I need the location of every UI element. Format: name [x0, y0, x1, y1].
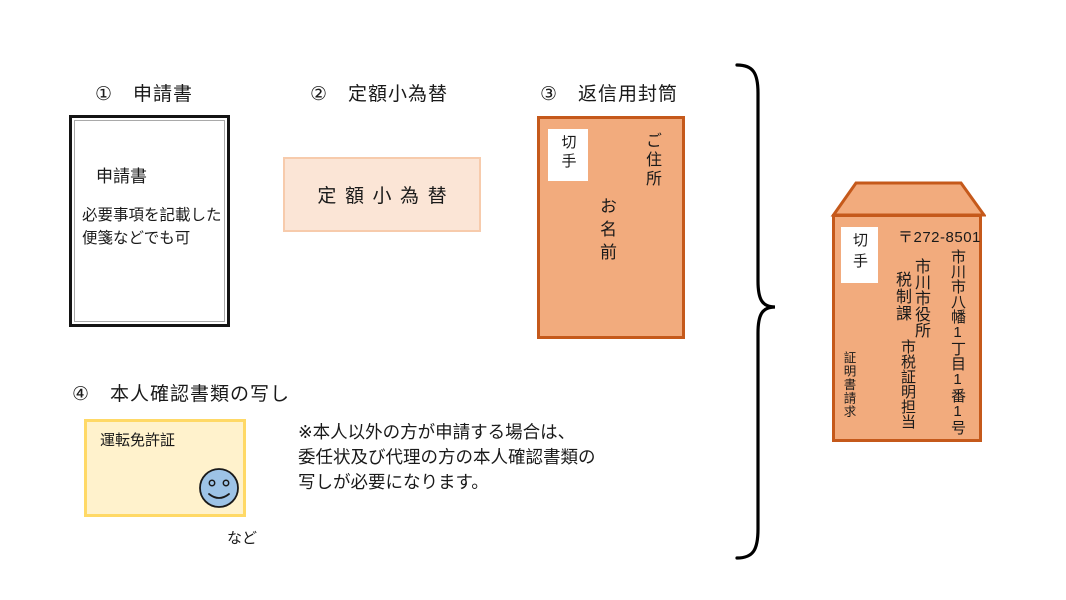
money-order-box: 定額小為替: [283, 157, 481, 232]
return-envelope-address-placeholder: ご住所: [643, 132, 660, 189]
postal-code: 〒272-8501: [898, 229, 981, 246]
mailing-envelope: 切手 〒272-8501 市川市八幡1丁目1番1号 市川市役所 税制課 市税証明…: [832, 214, 982, 442]
etc-label: など: [227, 530, 258, 547]
grouping-brace: [735, 63, 776, 560]
return-envelope-stamp-label: 切手: [559, 134, 577, 172]
application-paper-title: 申請書: [96, 167, 147, 186]
envelope-office-name: 市川市役所: [912, 258, 929, 338]
application-paper-note: 必要事項を記載した 便箋などでも可: [82, 207, 222, 247]
item4-heading: ④ 本人確認書類の写し: [72, 384, 291, 405]
item1-heading: ① 申請書: [95, 84, 194, 105]
money-order-label: 定額小為替: [317, 186, 456, 207]
item2-heading: ② 定額小為替: [310, 84, 449, 105]
drivers-license-title: 運転免許証: [100, 432, 176, 449]
return-envelope: 切手 ご住所 お名前: [537, 116, 685, 339]
application-paper-inner-frame: [74, 120, 225, 322]
item3-heading: ③ 返信用封筒: [540, 84, 679, 105]
envelope-division-name: 税制課: [893, 271, 910, 322]
mailing-envelope-stamp-box: 切手: [841, 227, 878, 283]
application-paper: 申請書 必要事項を記載した 便箋などでも可: [69, 115, 230, 327]
envelope-purpose-label: 証明書請求: [841, 351, 856, 419]
return-envelope-stamp-box: 切手: [548, 129, 588, 181]
proxy-note: ※本人以外の方が申請する場合は、 委任状及び代理の方の本人確認書類の 写しが必要…: [298, 422, 596, 492]
envelope-section-name: 市税証明担当: [899, 339, 916, 429]
envelope-street-address: 市川市八幡1丁目1番1号: [949, 249, 966, 435]
drivers-license-card: 運転免許証: [84, 419, 246, 517]
smiley-face-icon: [199, 468, 239, 508]
return-envelope-name-placeholder: お名前: [597, 197, 616, 266]
mailing-envelope-stamp-label: 切手: [851, 232, 868, 274]
mailing-envelope-flap: [830, 181, 986, 217]
